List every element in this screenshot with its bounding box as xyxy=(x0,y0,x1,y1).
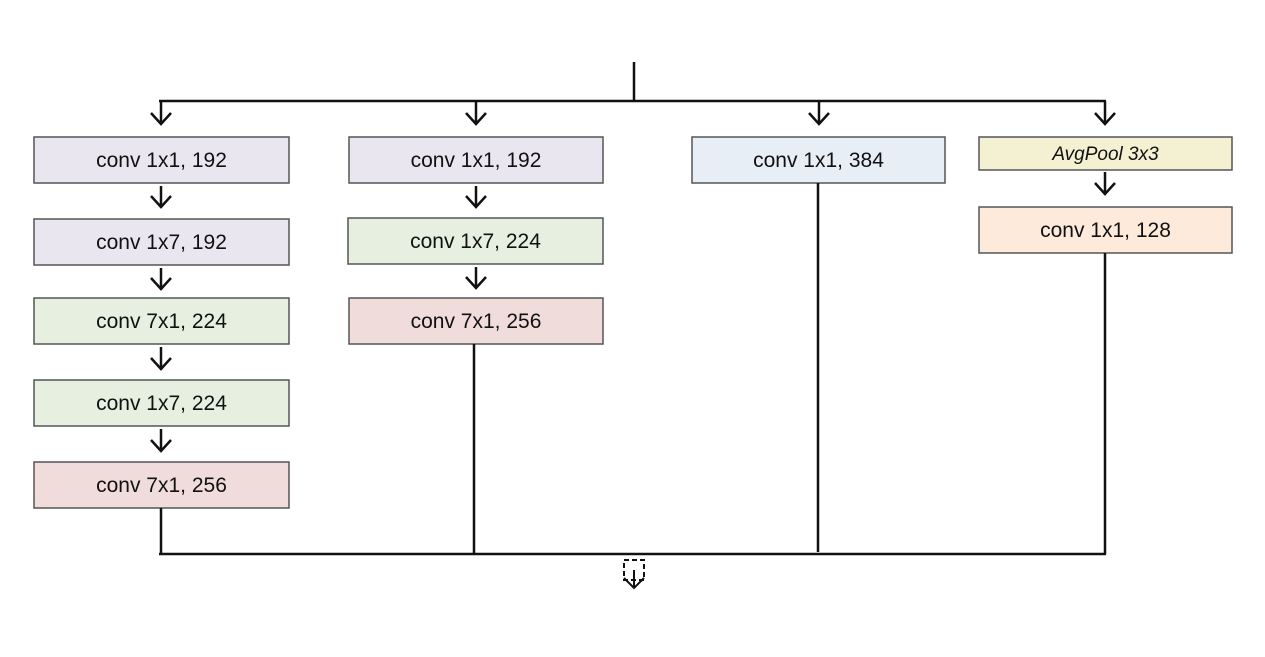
layer-label: conv 1x7, 224 xyxy=(410,230,541,253)
arrow-icon xyxy=(465,101,487,126)
concat-arrow-icon xyxy=(623,559,645,590)
layer-box-bg xyxy=(348,136,604,184)
arrow-icon xyxy=(150,347,172,371)
layer-label: conv 7x1, 224 xyxy=(96,310,227,333)
layer-box: conv 1x1, 128 xyxy=(978,206,1233,254)
branch-4: AvgPool 3x3 conv 1x1, 128 xyxy=(978,136,1233,254)
layer-label: conv 1x7, 224 xyxy=(96,392,227,415)
layer-label: conv 1x1, 192 xyxy=(96,149,227,172)
layer-box: conv 7x1, 256 xyxy=(33,461,290,509)
layer-box: conv 1x7, 224 xyxy=(33,379,290,427)
branch-1: conv 1x1, 192 conv 1x7, 192 conv 7x1, 22… xyxy=(33,136,290,509)
layer-box-bg xyxy=(33,218,290,266)
output-connector xyxy=(159,183,1107,556)
layer-box-bg xyxy=(978,206,1233,254)
layer-box: conv 7x1, 224 xyxy=(33,297,290,345)
layer-box: AvgPool 3x3 xyxy=(978,136,1233,171)
layer-box-bg xyxy=(33,379,290,427)
layer-box-bg xyxy=(347,217,604,265)
arrow-icon xyxy=(1094,101,1116,126)
layer-label: conv 1x1, 192 xyxy=(411,149,542,172)
branch-input-arrows xyxy=(150,101,1116,126)
layer-box: conv 1x1, 384 xyxy=(691,136,946,184)
layer-label: conv 1x1, 384 xyxy=(753,149,884,172)
arrow-icon xyxy=(465,267,487,290)
layer-label: conv 1x7, 192 xyxy=(96,231,227,254)
branch-2: conv 1x1, 192 conv 1x7, 224 conv 7x1, 25… xyxy=(347,136,604,345)
layer-label: conv 7x1, 256 xyxy=(411,310,542,333)
arrow-icon xyxy=(808,101,830,126)
layer-box-bg xyxy=(691,136,946,184)
layer-box-bg xyxy=(978,136,1233,171)
arrow-icon xyxy=(150,268,172,291)
arrow-icon xyxy=(150,429,172,453)
input-connector xyxy=(159,62,1106,103)
arrow-icon xyxy=(1094,172,1116,196)
layer-box: conv 1x1, 192 xyxy=(33,136,290,184)
layer-label: AvgPool 3x3 xyxy=(1051,144,1159,165)
layer-box: conv 1x7, 224 xyxy=(347,217,604,265)
layer-box-bg xyxy=(348,297,604,345)
arrow-icon xyxy=(150,186,172,209)
layer-box: conv 1x7, 192 xyxy=(33,218,290,266)
arrow-icon xyxy=(465,186,487,209)
layer-box: conv 7x1, 256 xyxy=(348,297,604,345)
layer-box-bg xyxy=(33,461,290,509)
arrow-icon xyxy=(150,101,172,126)
layer-label: conv 7x1, 256 xyxy=(96,474,227,497)
layer-box-bg xyxy=(33,136,290,184)
layer-box-bg xyxy=(33,297,290,345)
layer-box: conv 1x1, 192 xyxy=(348,136,604,184)
layer-label: conv 1x1, 128 xyxy=(1040,219,1171,242)
branch-3: conv 1x1, 384 xyxy=(691,136,946,184)
